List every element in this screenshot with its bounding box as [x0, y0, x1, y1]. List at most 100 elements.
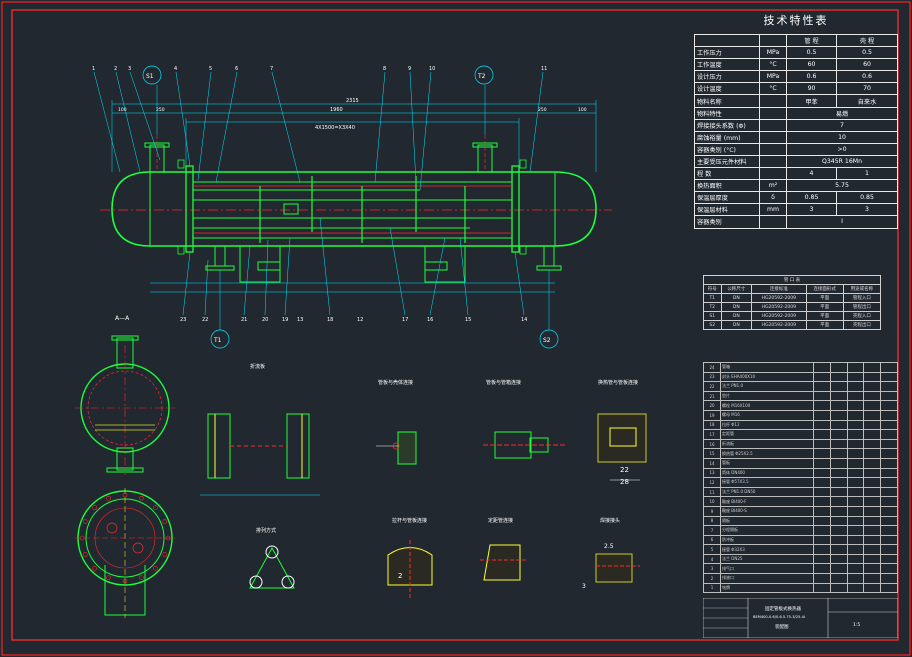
detail-tubesheet-channel [483, 431, 565, 459]
spec-value: Q345R 16Mn [786, 154, 898, 169]
parts-blank-cell [813, 486, 831, 498]
parts-blank-cell [863, 362, 882, 373]
parts-blank-cell [829, 505, 848, 517]
callout-t2: T2 [474, 65, 494, 85]
spec-value: I [786, 215, 898, 229]
nozzle-cell: DN [720, 320, 753, 330]
parts-blank-cell [813, 438, 831, 450]
parts-blank-cell [880, 544, 898, 555]
parts-blank-cell [846, 457, 865, 469]
parts-blank-cell [813, 563, 831, 575]
parts-blank-cell [829, 467, 848, 479]
parts-blank-cell [846, 573, 865, 584]
bolt-hole [122, 578, 128, 584]
nozzle-cell: 平面 [805, 302, 844, 312]
parts-blank-cell [829, 553, 848, 565]
nozzle-cell: HG20592-2009 [751, 311, 807, 321]
parts-name: 排液口 [720, 573, 814, 584]
parts-blank-cell [863, 429, 882, 440]
detail-tube-joint [597, 413, 647, 481]
part-callout-number: 18 [327, 317, 333, 323]
parts-blank-cell [813, 515, 831, 527]
parts-blank-cell [813, 582, 831, 594]
part-callout-number: 3 [128, 66, 131, 72]
detail-tubesheet-shell-label: 管板与壳体连接 [378, 379, 413, 386]
parts-blank-cell [846, 563, 865, 575]
svg-text:T2: T2 [477, 73, 486, 80]
parts-blank-cell [863, 515, 882, 527]
nozzle-cell: S2 [703, 320, 722, 330]
bolt-hole [165, 535, 171, 541]
bolt-hole [82, 552, 88, 557]
parts-blank-cell [863, 477, 882, 488]
parts-blank-cell [813, 477, 831, 488]
part-callout-number: 21 [241, 317, 247, 323]
parts-number: 9 [703, 505, 721, 517]
part-callout-number: 19 [282, 317, 288, 323]
part-callout-number: 12 [357, 317, 363, 323]
nozzle-cell: T1 [703, 293, 722, 303]
detail-tube-layout [249, 545, 295, 589]
parts-blank-cell [829, 544, 848, 555]
parts-blank-cell [880, 573, 898, 584]
spec-shell-value: 60 [836, 58, 898, 72]
parts-name: 法兰 PN1.0 DN50 [720, 486, 814, 498]
part-callout-number: 23 [180, 317, 186, 323]
spec-shell-value: 0.5 [836, 46, 898, 60]
nozzle-cell: 平面 [805, 293, 844, 303]
spec-unit [759, 106, 787, 120]
parts-blank-cell [813, 371, 831, 383]
spec-label: 工作压力 [694, 46, 760, 60]
parts-number: 18 [703, 419, 721, 431]
parts-number: 3 [703, 563, 721, 575]
dim-overall: 2315 [346, 98, 359, 104]
part-callout-number: 14 [521, 317, 527, 323]
parts-name: 换热管 Φ25X2.5 [720, 448, 814, 459]
bolt-hole [162, 552, 168, 557]
parts-number: 22 [703, 381, 721, 392]
dim-baffle: 4X1500=X3X40 [315, 125, 355, 131]
part-callout-number: 6 [235, 66, 238, 72]
parts-blank-cell [846, 544, 865, 555]
parts-number: 14 [703, 457, 721, 469]
dim-28: 28 [620, 478, 629, 486]
spec-row: 物料名称甲苯自来水 [694, 94, 898, 108]
parts-name: 封头 EHA400X10 [720, 371, 814, 383]
bolt-hole [92, 505, 97, 510]
parts-blank-cell [863, 390, 882, 402]
parts-number: 21 [703, 390, 721, 402]
nozzle-cell: 壳程入口 [842, 311, 882, 321]
parts-blank-cell [813, 467, 831, 479]
parts-name: 防冲板 [720, 534, 814, 546]
parts-blank-cell [829, 515, 848, 527]
detail-baffle-view [200, 413, 320, 496]
spec-shell-value: 70 [836, 82, 898, 96]
parts-blank-cell [813, 390, 831, 402]
spec-label: 换热面积 [694, 179, 760, 193]
detail-baffle-label: 折流板 [250, 363, 265, 370]
spec-label: 腐蚀裕量 (mm) [694, 130, 760, 144]
parts-name: 筒体 DN400 [720, 467, 814, 479]
part-callout-number: 11 [541, 66, 547, 72]
dim-3: 3 [582, 583, 586, 590]
parts-blank-cell [829, 477, 848, 488]
spec-label: 容器类别 (°C) [694, 142, 760, 156]
